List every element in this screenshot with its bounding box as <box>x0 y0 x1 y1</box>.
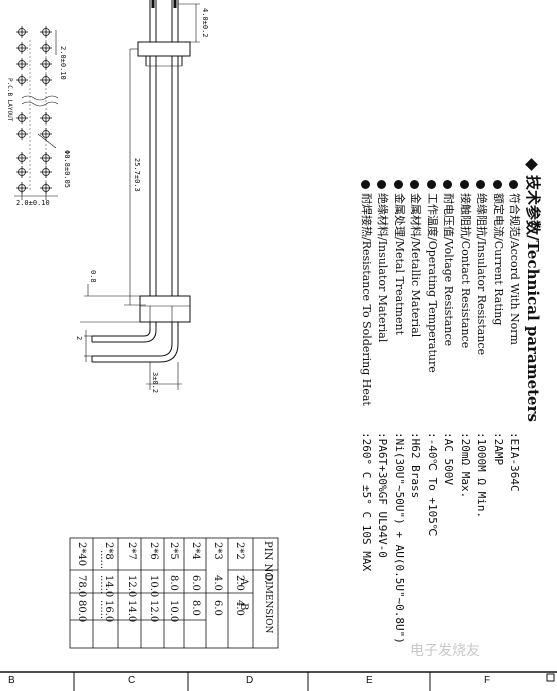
bullet-icon <box>410 180 420 189</box>
table-cell-a: 4.0 <box>212 575 223 591</box>
pcb-hole <box>40 26 52 38</box>
diamond-bullet-icon <box>525 158 539 171</box>
dim-pcb-pitch: 2.0±0.10 <box>59 46 67 80</box>
watermark: 电子发烧友 <box>410 643 480 659</box>
dim-3: 3±0.2 <box>151 372 159 394</box>
params-title-text: 技术参数/Technical parameters <box>524 175 542 422</box>
bullet-icon <box>493 180 502 189</box>
param-value: :-40℃ To +105℃ <box>425 432 439 537</box>
param-value: :20mΩ Max. <box>458 432 472 499</box>
table-grid <box>69 537 279 649</box>
param-label: 金属处理/Metal Treatment <box>393 180 406 335</box>
param-value: :260° C ±5° C 10S MAX <box>359 432 373 572</box>
params-title: 技术参数/Technical parameters <box>524 158 542 422</box>
bullet-icon <box>394 180 403 189</box>
param-value: :EIA-364C <box>508 432 521 492</box>
table-cell-pin: 2*2 <box>234 542 245 560</box>
table-cell-b: 10.0 <box>168 600 179 623</box>
frame-letter: E <box>366 675 373 686</box>
table-row-ellipsis: ...... <box>98 550 109 570</box>
bullet-icon <box>361 180 370 189</box>
pcb-hole <box>16 166 28 178</box>
dim-bottom-pitch: 2.0±0.10 <box>16 199 50 207</box>
table-cell-pin: 2*4 <box>190 542 201 560</box>
bent-pins <box>80 284 182 390</box>
pcb-hole <box>16 58 28 70</box>
param-label: 符合规范/Accord With Norm <box>508 180 521 345</box>
param-value: :H62 Brass <box>409 432 422 499</box>
table-cell-b: 12.0 <box>148 600 159 623</box>
table-cell-b: 80.0 <box>76 600 87 623</box>
bullet-icon <box>377 180 387 189</box>
pcb-hole <box>16 152 28 164</box>
upper-housing <box>130 41 191 66</box>
dim-0-8: 0.8 <box>89 270 97 283</box>
table-cell-b: 14.0 <box>126 600 137 623</box>
param-value: :1000M Ω Min. <box>475 432 488 519</box>
param-label: 绝缘阻抗/Insulator Resistance <box>475 180 488 355</box>
header-dimension: DIMENSION <box>263 574 273 634</box>
table-cell-b: 4.0 <box>234 600 245 616</box>
table-cell-a: 78.0 <box>76 575 87 598</box>
param-label: 工作温度/Operating Temperature <box>426 180 439 373</box>
bullet-icon <box>427 180 436 189</box>
dim-top-pitch: 4.0±0.2 <box>201 8 209 38</box>
table-cell-pin: 2*6 <box>148 542 159 560</box>
pcb-hole <box>16 128 28 140</box>
table-cell-a: 6.0 <box>190 575 201 591</box>
table-cell-b: 8.0 <box>190 600 201 616</box>
table-cell-b: 6.0 <box>212 600 223 616</box>
param-label: 耐焊接热/Resistance To Soldering Heat <box>360 180 373 406</box>
table-cell-pin: 2*7 <box>126 542 137 560</box>
dim-2: 2 <box>75 336 83 341</box>
pcb-hole <box>16 42 28 54</box>
pin-body <box>124 49 182 306</box>
dim-hole: Φ0.8±0.05 <box>63 150 71 188</box>
frame-letter: C <box>128 675 136 686</box>
pcb-layout <box>14 26 59 200</box>
bullet-icon <box>460 180 469 189</box>
param-value: :2AMP <box>491 432 505 466</box>
param-label: 耐电压值/Voltage Resistance <box>442 180 455 346</box>
bullet-icon <box>443 180 453 189</box>
table-cell-a: 2.0 <box>234 575 245 591</box>
frame-letter: D <box>246 675 254 686</box>
bullet-icon <box>509 180 519 189</box>
table-cell-pin: 2*3 <box>212 542 223 560</box>
top-pins <box>149 0 200 43</box>
param-label: 金属材料/Metallic Material <box>409 180 422 337</box>
table-row-ellipsis: ...... <box>98 600 109 620</box>
table-cell-a: 8.0 <box>168 575 179 591</box>
pcb-hole <box>16 112 28 124</box>
bullet-icon <box>476 180 486 189</box>
table-cell-a: 10.0 <box>148 575 159 598</box>
param-label: 额定电流/Current Rating <box>492 180 505 325</box>
table-cell-a: 12.0 <box>126 575 137 598</box>
dim-length: 25.7±0.3 <box>133 158 141 192</box>
table-row-ellipsis: ...... <box>98 575 109 595</box>
param-value: :PA6T+30%GF UL94V-0 <box>376 432 389 558</box>
frame-letter: B <box>8 675 15 686</box>
param-value: :AC 500V <box>442 432 455 485</box>
table-cell-pin: 2*40 <box>76 542 87 567</box>
param-label: 接触阻抗/Contact Resistance <box>459 180 472 348</box>
pcb-layout-label: P.C.B LAYOUT <box>6 78 13 122</box>
lower-housing <box>139 295 191 323</box>
title-frame <box>0 671 557 691</box>
param-label: 绝缘材料/Insulator Material <box>376 180 389 342</box>
pcb-hole <box>16 74 28 86</box>
table-cell-pin: 2*5 <box>168 542 179 560</box>
frame-letter: F <box>484 675 491 686</box>
param-value: :Ni(30U"~50U") + AU(0.5U"~0.8U") <box>392 432 406 644</box>
pcb-hole <box>16 26 28 38</box>
